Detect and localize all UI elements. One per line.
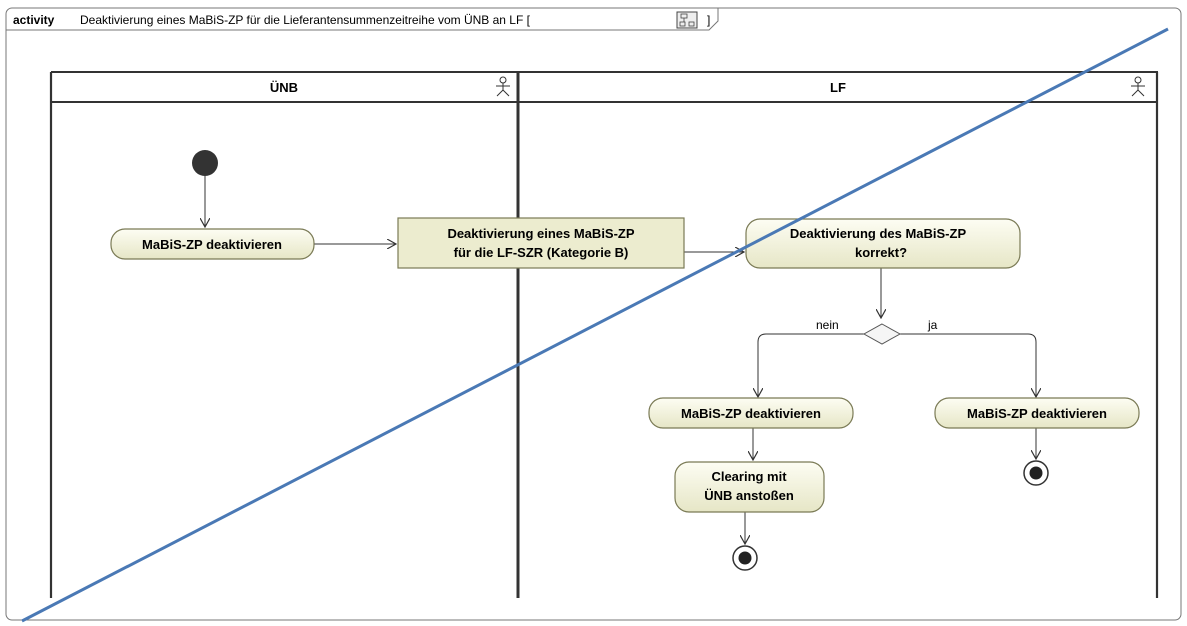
object-label-line1: Deaktivierung eines MaBiS-ZP bbox=[447, 226, 634, 241]
frame-title-end: ] bbox=[707, 13, 710, 27]
guard-nein: nein bbox=[816, 318, 839, 332]
lane-title-lf: LF bbox=[830, 80, 846, 95]
object-node-deaktivierung[interactable]: Deaktivierung eines MaBiS-ZP für die LF-… bbox=[397, 217, 685, 269]
action-label: MaBiS-ZP deaktivieren bbox=[142, 237, 282, 252]
final-node-nein[interactable] bbox=[732, 545, 758, 571]
actor-icon bbox=[496, 76, 510, 97]
guard-ja: ja bbox=[927, 318, 938, 332]
decision-node[interactable] bbox=[862, 323, 902, 345]
action-label-line2: ÜNB anstoßen bbox=[704, 488, 794, 503]
action-label: MaBiS-ZP deaktivieren bbox=[681, 406, 821, 421]
action-lf-deactivate-ja[interactable]: MaBiS-ZP deaktivieren bbox=[934, 397, 1140, 429]
lane-title-unb: ÜNB bbox=[270, 80, 298, 95]
initial-node[interactable] bbox=[192, 150, 218, 176]
strike-through-line bbox=[21, 27, 1169, 623]
swimlanes bbox=[49, 71, 1159, 598]
diagram-frame: activity Deaktivierung eines MaBiS-ZP fü… bbox=[5, 7, 1182, 621]
lane-unb: ÜNB bbox=[270, 76, 510, 97]
action-clearing[interactable]: Clearing mit ÜNB anstoßen bbox=[674, 461, 825, 513]
diagram-icon[interactable] bbox=[676, 11, 698, 29]
frame-keyword: activity bbox=[13, 13, 55, 27]
action-lf-deactivate-nein[interactable]: MaBiS-ZP deaktivieren bbox=[648, 397, 854, 429]
lane-lf: LF bbox=[830, 76, 1145, 97]
action-check-deactivation[interactable]: Deaktivierung des MaBiS-ZP korrekt? bbox=[745, 218, 1021, 269]
actor-icon bbox=[1131, 76, 1145, 97]
frame-title: Deaktivierung eines MaBiS-ZP für die Lie… bbox=[80, 13, 531, 27]
object-label-line2: für die LF-SZR (Kategorie B) bbox=[454, 245, 629, 260]
action-label-line1: Deaktivierung des MaBiS-ZP bbox=[790, 226, 967, 241]
control-flows bbox=[205, 176, 1036, 544]
action-label: MaBiS-ZP deaktivieren bbox=[967, 406, 1107, 421]
action-label-line1: Clearing mit bbox=[711, 469, 787, 484]
action-label-line2: korrekt? bbox=[855, 245, 907, 260]
action-unb-deactivate[interactable]: MaBiS-ZP deaktivieren bbox=[110, 228, 315, 260]
final-node-ja[interactable] bbox=[1023, 460, 1049, 486]
